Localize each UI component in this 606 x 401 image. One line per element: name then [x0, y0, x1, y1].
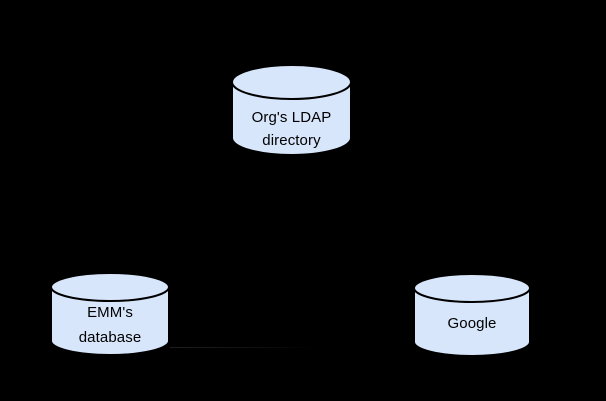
node-label-line: database	[78, 329, 142, 346]
connector-emm-google-line	[170, 347, 413, 348]
node-emm-database: EMM's database	[50, 272, 170, 357]
database-cylinder-icon	[413, 273, 531, 357]
node-label-line: directory	[262, 132, 321, 149]
node-label-google: Google	[413, 312, 531, 336]
cylinder-body-shape	[231, 82, 352, 156]
node-label-line: Org's LDAP	[251, 109, 332, 126]
cylinder-top-shape	[231, 64, 352, 100]
cylinder-body-shape	[50, 287, 170, 356]
database-cylinder-icon	[50, 272, 170, 356]
node-google: Google	[413, 273, 531, 358]
cylinder-top-shape	[50, 272, 170, 302]
node-label-emm: EMM's database	[50, 300, 170, 350]
cylinder-top-shape	[413, 273, 531, 303]
node-label-ldap: Org's LDAP directory	[231, 106, 352, 152]
node-ldap-directory: Org's LDAP directory	[231, 64, 352, 156]
cylinder-body-shape	[413, 288, 531, 357]
node-label-line: EMM's	[87, 304, 133, 321]
database-cylinder-icon	[231, 64, 352, 156]
node-label-line: Google	[447, 315, 497, 332]
